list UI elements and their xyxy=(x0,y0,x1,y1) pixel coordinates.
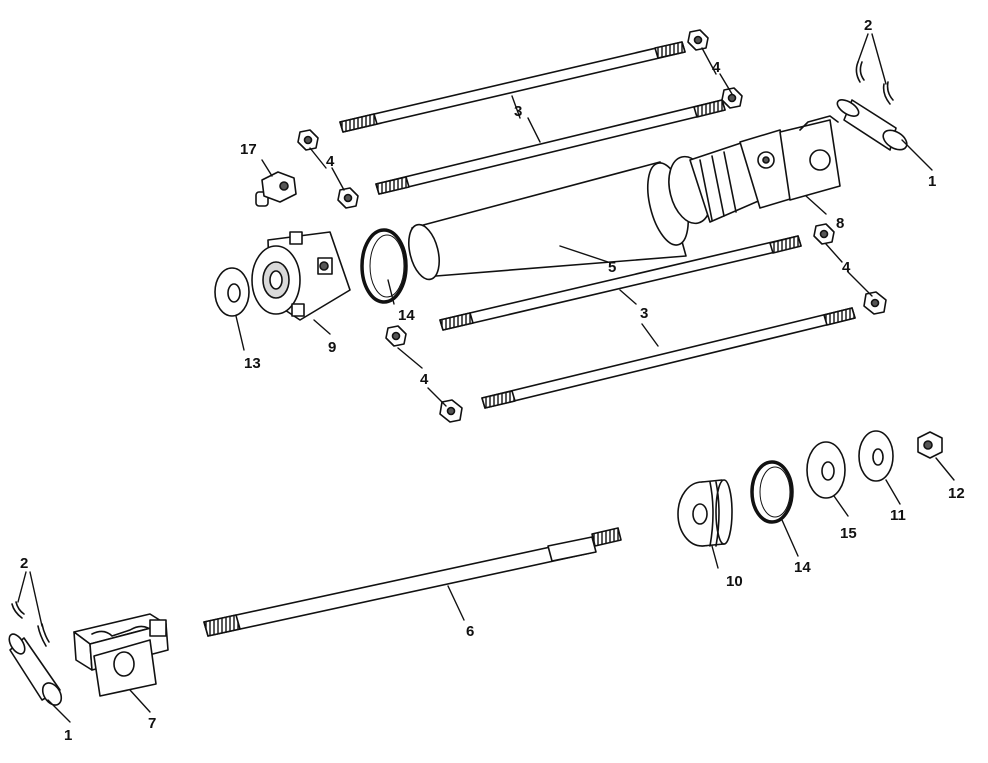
callout-14-upper: 14 xyxy=(398,307,415,324)
cylinder-cap-8 xyxy=(668,115,841,225)
callout-3-upper: 3 xyxy=(514,103,522,120)
callout-2-upper: 2 xyxy=(864,17,872,34)
tie-rod-upper-1 xyxy=(339,41,686,133)
cotter-pin-2-lower-b xyxy=(37,623,50,647)
callout-labels: 1 1 2 2 3 3 4 4 4 4 5 6 7 8 9 10 11 12 1… xyxy=(20,17,965,744)
o-ring-14-upper xyxy=(360,228,408,304)
washer-15 xyxy=(806,441,846,499)
callout-9: 9 xyxy=(328,339,336,356)
callout-1-lower: 1 xyxy=(64,727,72,744)
clevis-pin-1-lower xyxy=(8,633,63,706)
callout-4-lower-right: 4 xyxy=(842,259,851,276)
callout-3-lower: 3 xyxy=(640,305,648,322)
hex-nut-4-e xyxy=(813,223,835,245)
clevis-pin-1-upper xyxy=(836,99,908,151)
callout-4-upper-right: 4 xyxy=(712,59,721,76)
cotter-pin-2-lower-a xyxy=(11,601,25,619)
seal-14-lower xyxy=(750,460,794,524)
callout-1-upper: 1 xyxy=(928,173,936,190)
cylinder-head-9 xyxy=(251,231,351,321)
lock-nut-12 xyxy=(917,431,943,459)
tie-rod-upper-2 xyxy=(375,99,726,195)
hex-nut-4-b xyxy=(721,87,743,109)
callout-14-lower: 14 xyxy=(794,559,811,576)
callout-15: 15 xyxy=(840,525,857,542)
callout-6: 6 xyxy=(466,623,474,640)
callout-2-lower: 2 xyxy=(20,555,28,572)
callout-12: 12 xyxy=(948,485,965,502)
hex-nut-4-a xyxy=(687,29,709,51)
callout-5: 5 xyxy=(608,259,616,276)
cotter-pin-2-upper-b xyxy=(882,81,894,105)
leader-lines xyxy=(17,33,955,723)
callout-10: 10 xyxy=(726,573,743,590)
piston-10 xyxy=(677,479,733,547)
piston-rod-6 xyxy=(203,527,622,637)
callout-13: 13 xyxy=(244,355,261,372)
tie-rod-lower-2 xyxy=(481,307,856,409)
hex-nut-4-f xyxy=(863,291,887,315)
callout-7: 7 xyxy=(148,715,156,732)
cotter-pin-2-upper-a xyxy=(855,61,865,83)
hex-nut-4-g xyxy=(385,325,407,347)
callout-4-lower-left: 4 xyxy=(420,371,429,388)
callout-4-upper-left: 4 xyxy=(326,153,335,170)
callout-8: 8 xyxy=(836,215,844,232)
tie-rod-lower-1 xyxy=(439,235,802,331)
callout-11: 11 xyxy=(890,507,906,524)
fitting-17 xyxy=(255,171,297,207)
callout-17: 17 xyxy=(240,141,257,158)
washer-13 xyxy=(214,267,250,317)
washer-11 xyxy=(858,430,894,482)
clevis-7 xyxy=(73,613,169,697)
hex-nut-4-d xyxy=(337,187,359,209)
hex-nut-4-c xyxy=(297,129,319,151)
